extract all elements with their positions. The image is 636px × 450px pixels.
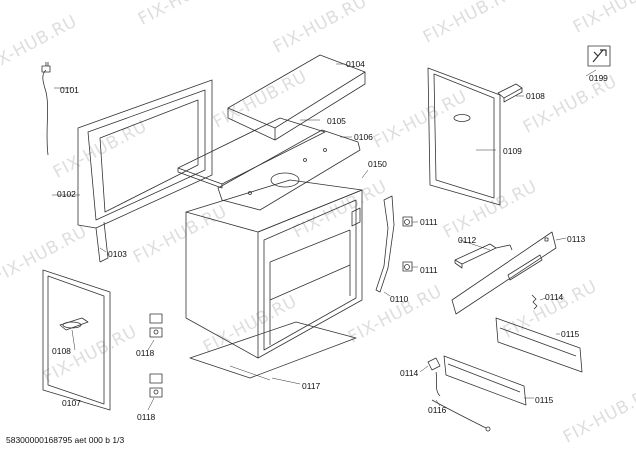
badge-frame (587, 45, 611, 67)
control-module-part (454, 243, 513, 269)
part-label-0110: 0110 (390, 294, 409, 304)
bottom-plate-part (189, 321, 357, 385)
hinge-part (375, 195, 413, 293)
leader-lines (52, 69, 597, 411)
part-label-0115-upper: 0115 (561, 329, 580, 339)
part-label-0104: 0104 (346, 59, 365, 69)
right-side-panel-part (427, 67, 501, 206)
part-label-0106: 0106 (354, 132, 373, 142)
part-label-0150: 0150 (368, 159, 387, 169)
side-frame-part (77, 79, 213, 263)
part-label-0115-lower: 0115 (535, 395, 554, 405)
part-label-0199: 0199 (589, 73, 608, 83)
part-label-0111-lower: 0111 (420, 265, 438, 275)
part-label-0109: 0109 (503, 146, 522, 156)
part-label-0101: 0101 (60, 85, 79, 95)
part-label-0117: 0117 (302, 381, 321, 391)
document-footer: 58300000168795 aet 000 b 1/3 (6, 435, 125, 445)
part-label-0108-left: 0108 (52, 346, 71, 356)
part-label-0105: 0105 (327, 116, 346, 126)
wire-part (427, 357, 491, 432)
part-label-0103: 0103 (108, 249, 127, 259)
fastener-part (149, 313, 163, 398)
part-label-0102: 0102 (57, 189, 76, 199)
part-label-0118-upper: 0118 (136, 348, 155, 358)
panel-part (177, 117, 326, 189)
part-label-0114-upper: 0114 (545, 292, 564, 302)
part-label-0118-lower: 0118 (137, 412, 156, 422)
part-label-0107: 0107 (62, 398, 81, 408)
top-plate-part (227, 54, 366, 141)
side-panel-part (42, 269, 111, 411)
part-label-0108-right: 0108 (526, 91, 545, 101)
part-label-0116: 0116 (428, 405, 447, 415)
part-label-0114-lower: 0114 (400, 368, 419, 378)
part-label-0112: 0112 (458, 235, 477, 245)
oven-cabinet-part (185, 169, 369, 359)
part-label-0113: 0113 (567, 234, 586, 244)
part-label-0111-upper: 0111 (420, 217, 438, 227)
handle-part (497, 83, 523, 103)
spring-part (531, 294, 538, 310)
rail-part (443, 317, 583, 406)
power-cable-part (41, 62, 72, 156)
control-panel-part (451, 231, 557, 315)
top-cover-part (217, 129, 361, 211)
